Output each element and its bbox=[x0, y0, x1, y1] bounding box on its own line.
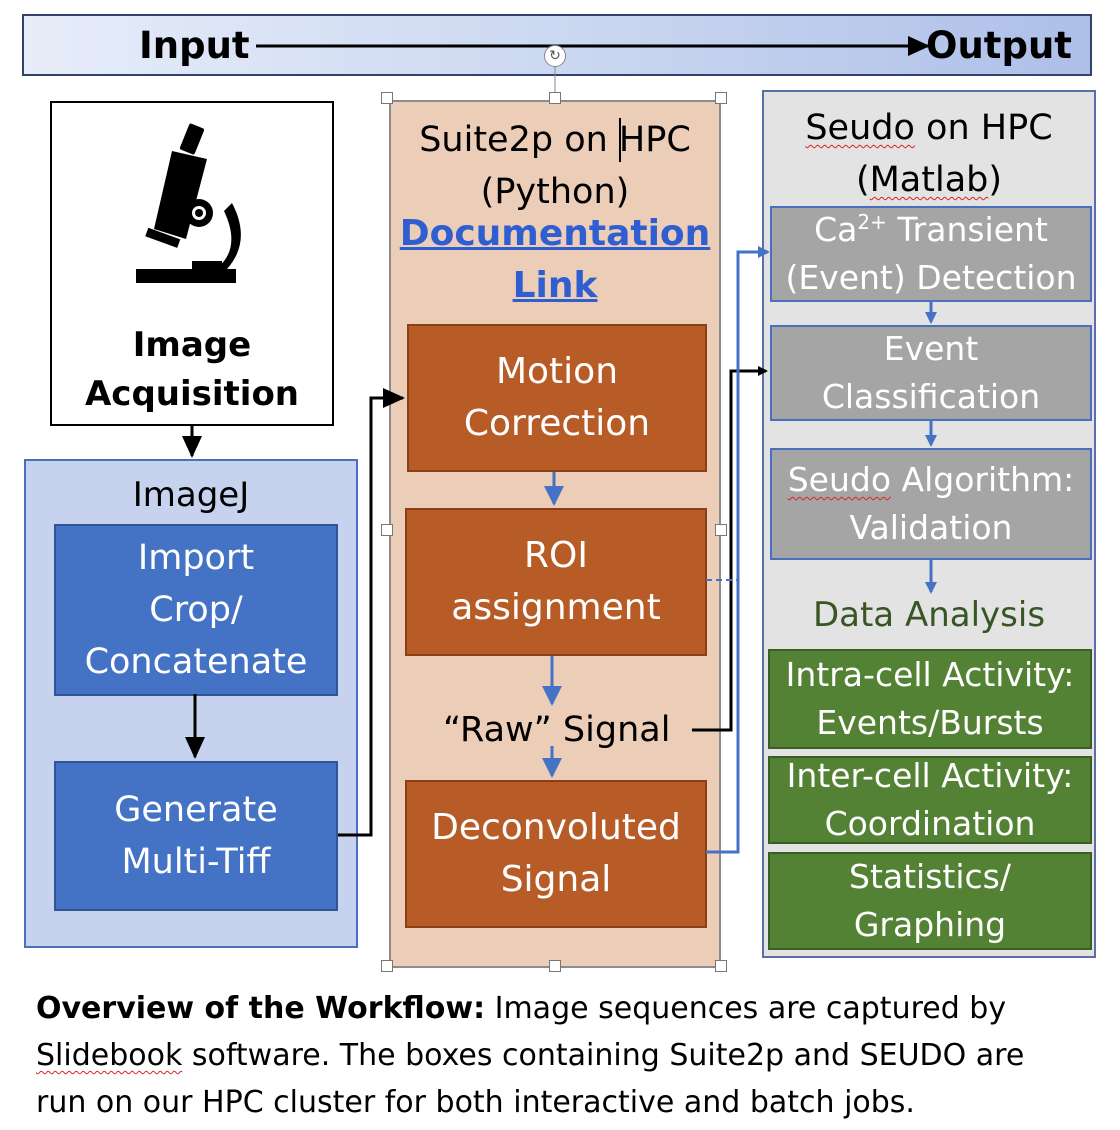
seudo-title-matlab: Matlab bbox=[869, 160, 989, 200]
import-line2: Crop/ bbox=[149, 590, 243, 630]
roi-assignment-box: ROI assignment bbox=[405, 508, 707, 656]
seudo-title-paren-open: ( bbox=[855, 160, 870, 200]
output-label: Output bbox=[926, 24, 1072, 67]
resize-handle-mr[interactable] bbox=[715, 524, 727, 536]
resize-handle-ml[interactable] bbox=[381, 524, 393, 536]
caption-line3: run on our HPC cluster for both interact… bbox=[36, 1085, 915, 1120]
algorithm-rest: Algorithm: bbox=[891, 460, 1075, 499]
classification-line2: Classification bbox=[821, 377, 1041, 416]
import-line3: Concatenate bbox=[84, 642, 308, 682]
deconv-line1: Deconvoluted bbox=[431, 807, 681, 848]
documentation-link[interactable]: Documentation Link bbox=[391, 208, 719, 312]
data-analysis-title: Data Analysis bbox=[812, 595, 1046, 635]
classification-line1: Event bbox=[883, 329, 979, 368]
seudo-panel: Seudo on HPC (Matlab) Ca2+ Transient (Ev… bbox=[762, 90, 1096, 958]
motion-correction-box: Motion Correction bbox=[407, 324, 707, 472]
suite2p-title: Suite2p on HPC (Python) bbox=[391, 114, 719, 218]
caption-slidebook: Slidebook bbox=[36, 1038, 183, 1073]
transient-rest: Transient bbox=[886, 210, 1048, 249]
documentation-link-line2[interactable]: Link bbox=[512, 265, 598, 306]
microscope-icon bbox=[136, 123, 241, 283]
seudo-title-rest: on HPC bbox=[914, 108, 1053, 148]
caption-bold: Overview of the Workflow: bbox=[36, 991, 486, 1026]
intra-line1: Intra-cell Activity: bbox=[785, 655, 1075, 694]
deconvoluted-signal-box: Deconvoluted Signal bbox=[405, 780, 707, 928]
acquisition-title-line1: Image bbox=[132, 325, 252, 365]
workflow-caption: Overview of the Workflow: Image sequence… bbox=[36, 985, 1096, 1126]
roi-line1: ROI bbox=[524, 535, 588, 576]
intra-line2: Events/Bursts bbox=[816, 703, 1044, 742]
resize-handle-tm[interactable] bbox=[549, 92, 561, 104]
suite2p-title-line1: Suite2p on HPC bbox=[419, 120, 691, 160]
intra-cell-activity-box: Intra-cell Activity: Events/Bursts bbox=[768, 649, 1092, 749]
acquisition-title-line2: Acquisition bbox=[84, 374, 300, 414]
deconv-line2: Signal bbox=[500, 859, 612, 900]
seudo-title: Seudo on HPC (Matlab) bbox=[764, 102, 1094, 206]
input-label: Input bbox=[139, 24, 250, 67]
roi-line2: assignment bbox=[451, 587, 661, 628]
inter-cell-activity-box: Inter-cell Activity: Coordination bbox=[768, 756, 1092, 844]
documentation-link-line1[interactable]: Documentation bbox=[399, 213, 711, 254]
raw-signal-label: “Raw” Signal bbox=[443, 710, 671, 750]
imagej-panel: ImageJ Import Crop/ Concatenate Generate… bbox=[24, 459, 358, 948]
resize-handle-br[interactable] bbox=[715, 960, 727, 972]
motion-line2: Correction bbox=[463, 403, 651, 444]
generate-line1: Generate bbox=[114, 790, 278, 830]
event-classification-box: Event Classification bbox=[770, 325, 1092, 421]
statistics-graphing-box: Statistics/ Graphing bbox=[768, 852, 1092, 950]
seudo-title-word: Seudo bbox=[805, 108, 915, 148]
transient-sup: 2+ bbox=[857, 210, 887, 234]
suite2p-title-line2: (Python) bbox=[480, 172, 630, 212]
import-crop-concatenate-box: Import Crop/ Concatenate bbox=[54, 524, 338, 696]
stats-line2: Graphing bbox=[853, 905, 1007, 944]
seudo-algorithm-box: Seudo Algorithm: Validation bbox=[770, 448, 1092, 560]
transient-detection-box: Ca2+ Transient (Event) Detection bbox=[770, 206, 1092, 302]
import-line1: Import bbox=[137, 538, 255, 578]
resize-handle-tr[interactable] bbox=[715, 92, 727, 104]
transient-line2: (Event) Detection bbox=[785, 258, 1077, 297]
rotate-handle-icon[interactable]: ↻ bbox=[544, 45, 566, 67]
inter-line1: Inter-cell Activity: bbox=[786, 756, 1074, 795]
transient-ca: Ca bbox=[814, 210, 858, 249]
resize-handle-bl[interactable] bbox=[381, 960, 393, 972]
stats-line1: Statistics/ bbox=[849, 857, 1011, 896]
caption-part1: Image sequences are captured by bbox=[485, 991, 1007, 1026]
generate-line2: Multi-Tiff bbox=[121, 842, 271, 882]
generate-multi-tiff-box: Generate Multi-Tiff bbox=[54, 761, 338, 911]
algorithm-line2: Validation bbox=[849, 508, 1013, 547]
suite2p-panel[interactable]: Suite2p on HPC (Python) Documentation Li… bbox=[389, 100, 721, 968]
image-acquisition-box: Image Acquisition bbox=[50, 101, 334, 426]
seudo-title-paren-close: ) bbox=[988, 160, 1003, 200]
resize-handle-bm[interactable] bbox=[549, 960, 561, 972]
resize-handle-tl[interactable] bbox=[381, 92, 393, 104]
imagej-title: ImageJ bbox=[132, 475, 250, 515]
inter-line2: Coordination bbox=[824, 804, 1036, 843]
caption-part2: software. The boxes containing Suite2p a… bbox=[182, 1038, 1025, 1073]
motion-line1: Motion bbox=[495, 351, 619, 392]
algorithm-word: Seudo bbox=[787, 460, 892, 499]
